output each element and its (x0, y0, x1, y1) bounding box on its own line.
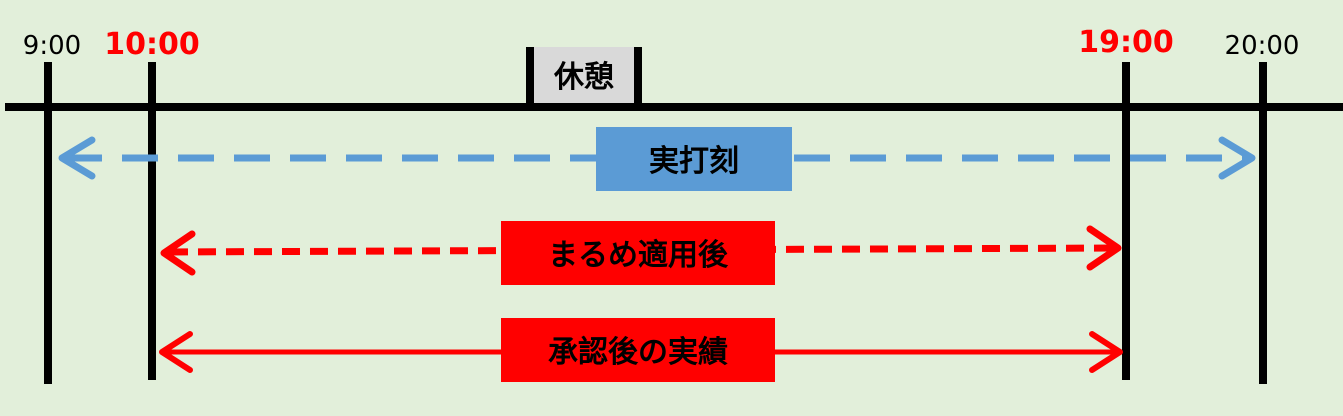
rounded-range-line (169, 244, 1113, 256)
actual-range-box (596, 127, 792, 191)
break-box (530, 47, 638, 105)
rounded-range-label: まるめ適用後 (548, 238, 729, 273)
rounded-range-left-arrowhead (160, 230, 196, 276)
approved-range-label: 承認後の実績 (548, 335, 728, 370)
approved-range-box (501, 318, 775, 382)
actual-range-right-arrowhead (1218, 136, 1256, 180)
time-label-2000: 20:00 (1225, 31, 1300, 61)
time-label-1000: 10:00 (104, 27, 200, 62)
time-label-1900: 19:00 (1078, 25, 1174, 60)
approved-range-left-arrowhead (159, 331, 193, 373)
rounded-range-box (501, 221, 775, 285)
break-label: 休憩 (553, 60, 614, 95)
rounded-range-right-arrowhead (1086, 225, 1122, 271)
time-label-0900: 9:00 (23, 31, 81, 61)
actual-range-left-arrowhead (58, 136, 96, 180)
actual-range-label: 実打刻 (649, 144, 739, 179)
approved-range-right-arrowhead (1089, 331, 1123, 373)
